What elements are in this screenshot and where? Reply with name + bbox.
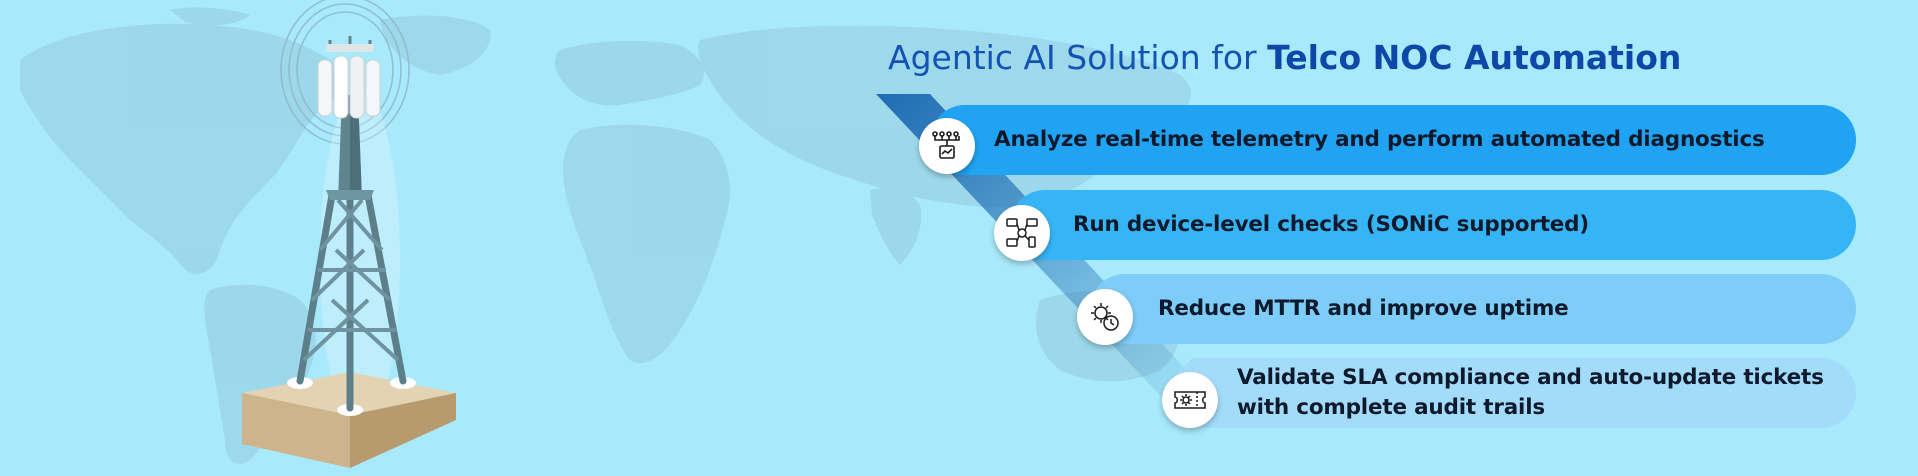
network-devices-icon bbox=[1006, 218, 1038, 248]
feature-text-4-line1: Validate SLA compliance and auto-update … bbox=[1237, 365, 1824, 390]
gear-clock-icon bbox=[1091, 303, 1119, 331]
telemetry-icon bbox=[932, 131, 960, 159]
ticket-gear-icon bbox=[1174, 391, 1206, 409]
feature-text-2: Run device-level checks (SONiC supported… bbox=[1073, 212, 1589, 237]
telemetry-icon-badge bbox=[919, 118, 975, 174]
feature-text-4: Validate SLA compliance and auto-update … bbox=[1237, 363, 1824, 423]
telecom-tower-illustration bbox=[242, 0, 456, 468]
feature-text-3: Reduce MTTR and improve uptime bbox=[1158, 296, 1569, 321]
feature-text-1: Analyze real-time telemetry and perform … bbox=[994, 127, 1765, 152]
feature-pill-3: Reduce MTTR and improve uptime bbox=[1090, 274, 1856, 344]
title-prefix: Agentic AI Solution for bbox=[888, 38, 1257, 77]
feature-pill-4: Validate SLA compliance and auto-update … bbox=[1172, 358, 1856, 428]
ticket-gear-icon-badge bbox=[1162, 372, 1218, 428]
gear-clock-icon-badge bbox=[1077, 289, 1133, 345]
page-title: Agentic AI Solution for Telco NOC Automa… bbox=[888, 38, 1681, 77]
title-emphasis: Telco NOC Automation bbox=[1267, 38, 1682, 77]
antenna-array bbox=[317, 36, 381, 119]
network-devices-icon-badge bbox=[994, 205, 1050, 261]
feature-pill-2: Run device-level checks (SONiC supported… bbox=[1010, 190, 1856, 260]
feature-pill-1: Analyze real-time telemetry and perform … bbox=[930, 105, 1856, 175]
feature-text-4-line2: with complete audit trails bbox=[1237, 395, 1545, 420]
